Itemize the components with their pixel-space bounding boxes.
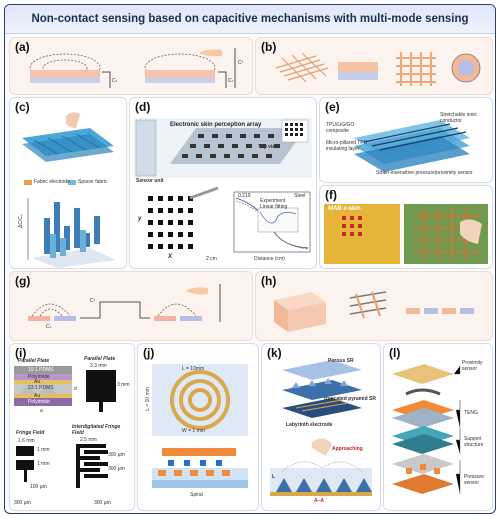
panel-f-illustration: [324, 204, 488, 264]
panel-i-iff-g2: 300 µm: [108, 466, 125, 472]
panel-d-top-view: Top view: [258, 144, 280, 150]
panel-e: (e) TPU/LiG/GO composite Micro-pillared …: [319, 97, 493, 183]
panel-i-ff-h1: 1 mm: [37, 447, 50, 453]
panel-g-illustration: [28, 284, 221, 322]
panel-k-laby: Labyrinth electrode: [286, 422, 333, 428]
panel-d-sensor-unit: Sensor unit: [136, 178, 164, 184]
panel-b-illustration: [275, 52, 481, 86]
panel-a-cs2: Cₛ: [228, 78, 234, 84]
panel-i: (i) Parallel Plate 10:1 PDMS Polyimide A…: [9, 343, 135, 511]
panel-l-teng: TENG: [464, 410, 478, 416]
figure-frame: Non-contact sensing based on capacitive …: [4, 4, 496, 514]
panel-i-pp2-w: 3.3 mm: [90, 363, 107, 369]
panel-j-L: L = 10mm: [182, 366, 205, 372]
panel-e-l2: Micro-pillared TPU insulating layer: [326, 140, 368, 152]
panel-e-l4: Strain-insensitive pressure/proximity se…: [376, 170, 473, 176]
figure-title: Non-contact sensing based on capacitive …: [5, 5, 495, 34]
panel-d-y-label: y: [138, 216, 142, 222]
panel-i-ff-w: 1.6 mm: [18, 438, 35, 444]
panel-d-illustration: [134, 118, 312, 253]
panel-d-array-title: Electronic skin perception array: [170, 122, 262, 128]
panel-k-aa: A–A: [314, 498, 325, 504]
panel-i-pp-layer-5: Polyimide: [28, 399, 50, 405]
panel-i-iff-title: Interdigitated Fringe Field: [72, 424, 121, 436]
panel-j-illustration: [152, 364, 248, 488]
panel-k: (k) Porous SR truncated pyramid SR Labyr…: [261, 343, 381, 511]
panel-d: (d) Elect: [129, 97, 317, 269]
panel-i-iff-w: 2.5 mm: [80, 437, 97, 443]
panel-g-cf: Cᶠ: [90, 298, 95, 304]
panel-c-illustration: [22, 112, 116, 268]
panel-i-pp-layer-3: 23:1 PDMS: [28, 385, 54, 391]
panel-l-illustration: [392, 364, 461, 494]
panel-c-label: (c): [15, 100, 30, 114]
panel-f-badge: MAB e-skin: [328, 206, 361, 212]
panel-k-approach: Approaching: [332, 446, 363, 452]
panel-d-legend-exp: Experiment: [260, 198, 286, 204]
panel-c-legend-spacer: Spacer fabric: [78, 179, 108, 185]
panel-i-pp2-h: 3 mm: [117, 382, 130, 388]
panel-c-yaxis: ΔC/C₀: [18, 213, 25, 229]
panel-l-label: (l): [389, 346, 401, 360]
panel-k-label: (k): [267, 346, 282, 360]
panel-l-proximity: Proximity sensor: [462, 360, 483, 372]
panel-i-pp-title: Parallel Plate: [18, 358, 50, 364]
panel-i-pp2-title: Parallel Plate: [84, 356, 116, 362]
panel-a: (a) Cₛ Cₛ Cᶠ: [9, 37, 253, 95]
panel-l-pressure: Pressure sensor: [464, 474, 485, 486]
panel-i-pp-layer-2: Au: [34, 379, 41, 385]
panel-j: (j) L = 10mm L = 10 mm W = 1 mm Spiral: [137, 343, 259, 511]
panel-j-spiral: Spiral: [190, 492, 203, 498]
panel-i-illustration: [14, 366, 116, 488]
panel-f: (f) MAB e-skin: [319, 185, 493, 269]
panel-e-l3: Stretchable ionic conductor: [440, 112, 477, 124]
panel-a-cf: Cᶠ: [238, 60, 243, 66]
panel-h-illustration: [274, 291, 474, 332]
panel-d-plot-x: Distance (cm): [254, 256, 285, 262]
panel-i-ff-gap: 100 µm: [30, 484, 47, 490]
panel-e-illustration: [354, 120, 470, 172]
panel-i-pp-layer-4: Au: [34, 393, 41, 399]
panel-j-W: W = 1 mm: [182, 428, 205, 434]
panel-b-label: (b): [261, 40, 277, 54]
panel-i-pp-a: a: [40, 408, 43, 414]
panel-i-pp-layer-1: Polyimide: [28, 374, 50, 380]
panel-k-trunc: truncated pyramid SR: [324, 396, 376, 402]
panel-a-cs1: Cₛ: [112, 78, 118, 84]
panel-j-label: (j): [143, 346, 155, 360]
panel-k-illustration: [270, 360, 372, 496]
panel-c-legend-fabric: Fabric electrode: [34, 179, 70, 185]
panel-j-L-side: L = 10 mm: [144, 387, 151, 411]
panel-i-label: (i): [15, 346, 27, 360]
panel-b: (b): [255, 37, 493, 95]
panel-i-ff-title: Fringe Field: [16, 430, 45, 436]
panel-i-ff-h2: 1 mm: [37, 461, 50, 467]
panel-h: (h): [255, 271, 493, 341]
panel-k-li: L: [272, 474, 276, 480]
panel-g: (g) Cₛ Cᶠ: [9, 271, 253, 341]
panel-d-x-label: X: [168, 254, 173, 260]
panel-c: (c) Fabric electrode Spacer fabric ΔC/C₀: [9, 97, 127, 269]
panel-i-pp-layer-0: 10:1 PDMS: [28, 367, 54, 373]
panel-d-plot-value: 0.219: [238, 193, 251, 199]
panel-e-l1: TPU/LiG/GO composite: [326, 122, 355, 134]
panel-g-label: (g): [15, 274, 31, 288]
panel-l: (l) Proximity sensor TENG Support struct…: [383, 343, 493, 511]
panel-f-label: (f): [325, 188, 337, 202]
panel-e-label: (e): [325, 100, 340, 114]
panel-a-illustration: [29, 48, 236, 88]
panel-k-porous: Porous SR: [328, 358, 354, 364]
panel-l-support: Support structure: [464, 436, 484, 448]
panel-i-ff-scale: 300 µm: [14, 500, 31, 506]
panel-d-legend-fit: Linear fitting: [260, 204, 288, 210]
panel-d-plot-label: Steel: [294, 193, 306, 199]
panel-h-label: (h): [261, 274, 277, 288]
panel-i-iff-g1: 300 µm: [108, 452, 125, 458]
panel-d-label: (d): [135, 100, 151, 114]
panel-a-label: (a): [15, 40, 30, 54]
panel-g-cs: Cₛ: [46, 324, 52, 330]
panel-i-iff-scale: 300 µm: [94, 500, 111, 506]
panel-d-scale: 2 cm: [206, 256, 217, 262]
panel-i-pp-d: d: [74, 386, 77, 392]
